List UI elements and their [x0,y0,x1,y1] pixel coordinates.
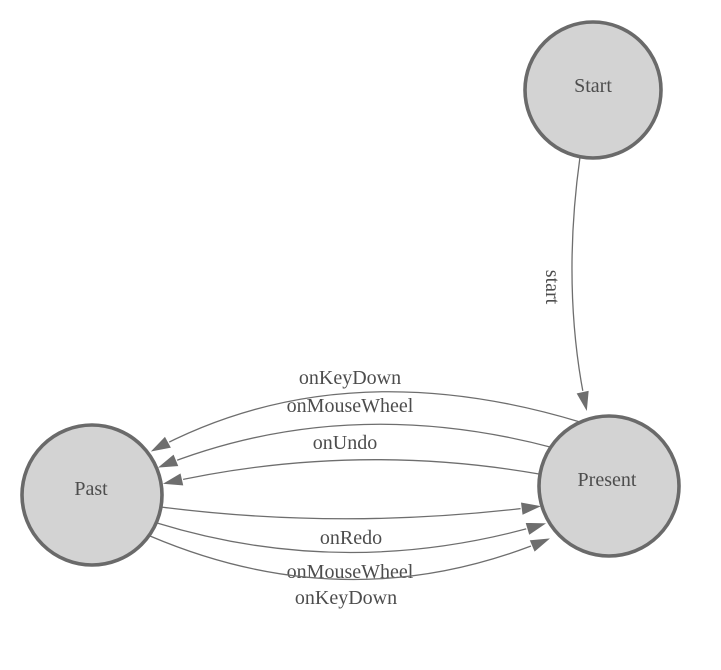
edge-line-onredo [160,501,545,520]
edge-line-onundo [159,459,540,487]
edge-line-onkeydown-bottom [149,535,554,581]
node-start-circle [523,20,663,160]
edge-label-onmousewheel-top: onMouseWheel [287,395,414,417]
edge-line-start [571,156,591,415]
edge-past-to-present-onmousewheel: onMouseWheel [156,521,550,583]
node-past-label: Past [74,478,108,500]
edge-present-to-past-onmousewheel: onMouseWheel [154,395,555,470]
node-present-label: Present [578,469,637,491]
edge-line-onkeydown-top [147,391,581,454]
edge-present-to-past-onundo: onUndo [159,432,540,487]
edge-line-onmousewheel-top [154,423,555,470]
edge-label-onredo: onRedo [320,527,382,549]
edge-past-to-present-onkeydown: onKeyDown [149,535,554,609]
edge-past-to-present-onredo: onRedo [160,501,545,549]
node-present: Present [537,414,681,558]
edge-label-onkeydown-bottom: onKeyDown [295,587,397,609]
edge-start-to-present: start [541,156,591,415]
node-start: Start [523,20,663,160]
edge-label-onmousewheel-bottom: onMouseWheel [287,561,414,583]
node-present-circle [537,414,681,558]
node-past-circle [20,423,164,567]
edge-label-onkeydown-top: onKeyDown [299,367,401,389]
node-past: Past [20,423,164,567]
edge-label-start: start [541,270,563,305]
edge-label-onundo: onUndo [313,432,377,454]
edge-present-to-past-onkeydown: onKeyDown [147,367,581,454]
node-start-label: Start [574,75,612,97]
edge-line-onmousewheel-bottom [156,521,550,554]
